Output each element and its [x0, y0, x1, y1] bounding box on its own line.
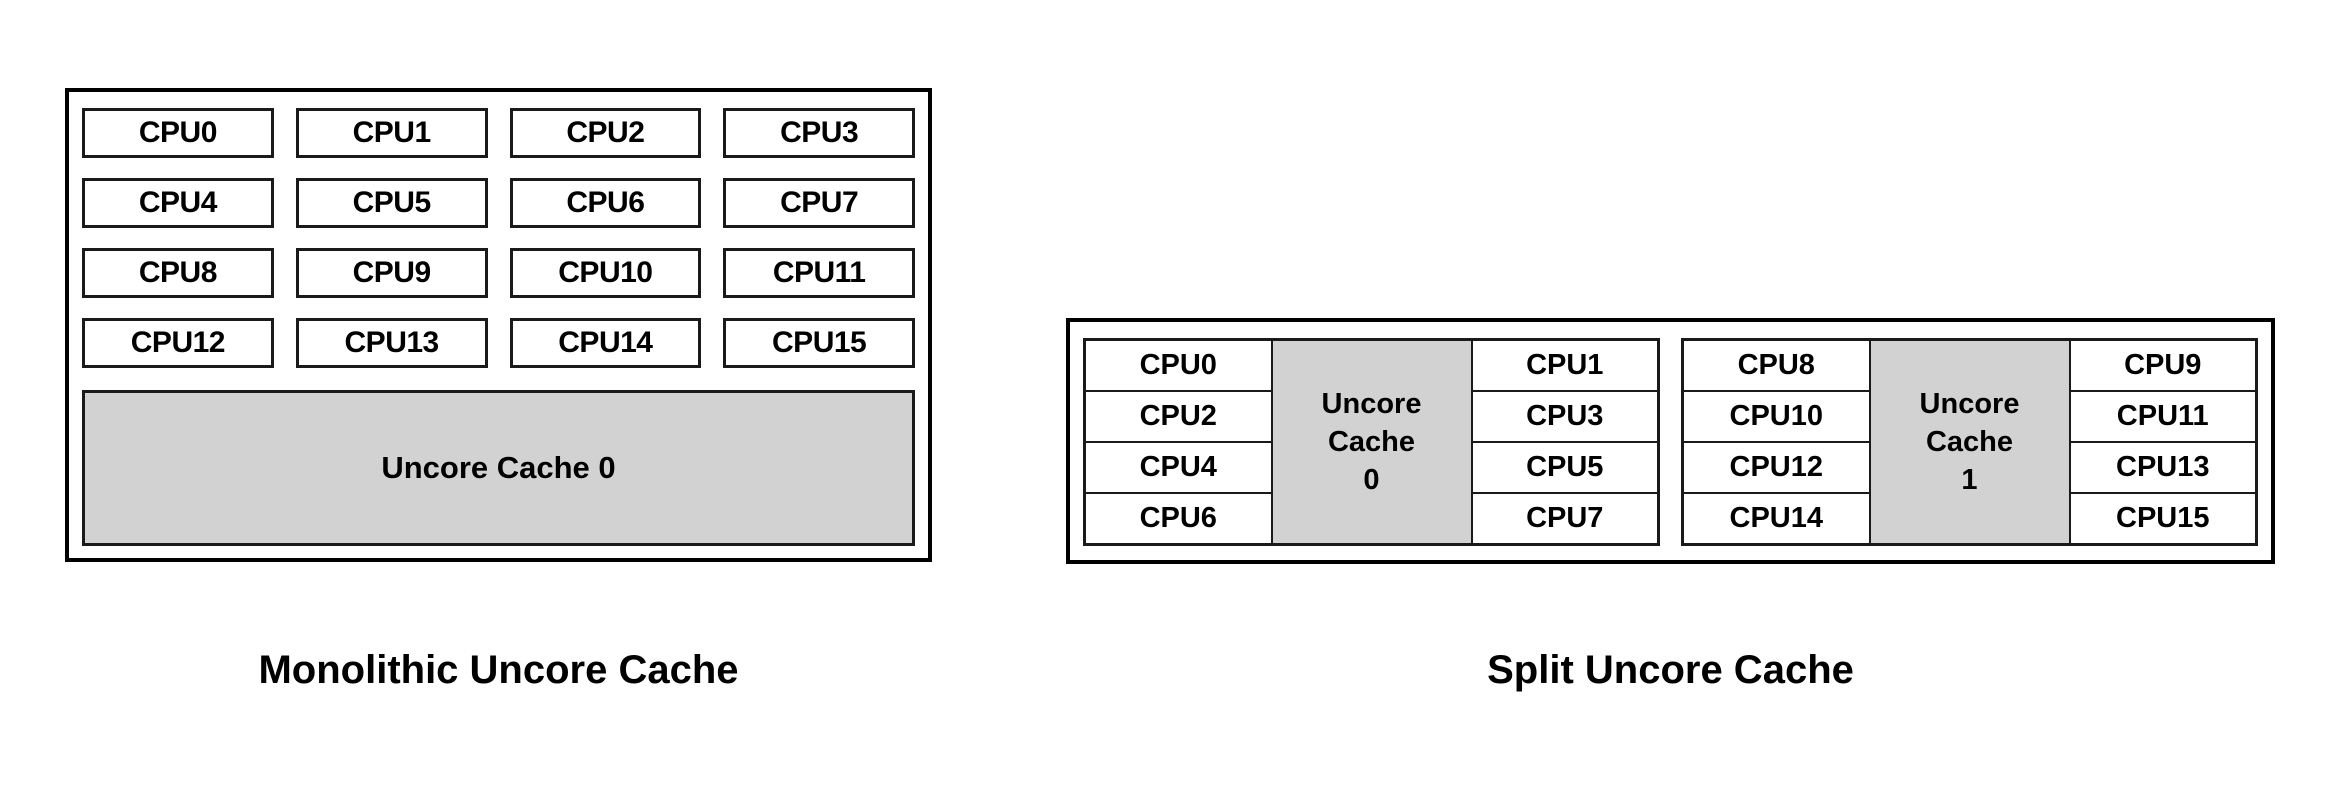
- cpu-cell: CPU1: [295, 108, 488, 158]
- cpu-cell: CPU7: [1526, 502, 1604, 534]
- cpu-cell: CPU2: [509, 108, 702, 158]
- split-tile: CPU0 CPU2 CPU4 CPU6 Uncore Cache 0 CPU1 …: [1083, 338, 1660, 546]
- cpu-row: CPU8 CPU9 CPU10 CPU11: [82, 248, 915, 298]
- uncore-cache-label-line: Uncore: [1919, 387, 2020, 420]
- uncore-cache-label-line: Cache: [1327, 425, 1416, 458]
- cpu-cell: CPU1: [1472, 341, 1657, 392]
- cpu-cell: CPU7: [723, 178, 915, 228]
- cpu-cell: CPU14: [1729, 502, 1824, 534]
- tile-right-column: CPU9 CPU11 CPU13 CPU15: [2070, 341, 2255, 543]
- uncore-cache-block: Uncore Cache 0: [82, 390, 915, 546]
- uncore-cache-label: Uncore Cache 1: [1920, 385, 2020, 500]
- cpu-cell: CPU9: [2070, 341, 2255, 392]
- cpu-cell: CPU5: [295, 178, 488, 228]
- cpu-row: CPU4 CPU5 CPU6 CPU7: [82, 178, 915, 228]
- cpu-cell: CPU13: [295, 318, 488, 368]
- cpu-row: CPU12 CPU13 CPU14 CPU15: [82, 318, 915, 368]
- cpu-cell: CPU8: [1684, 341, 1869, 392]
- cpu-cell: CPU5: [1472, 443, 1657, 494]
- cpu-cell: CPU9: [295, 248, 488, 298]
- cpu-cell: CPU6: [509, 178, 702, 228]
- cpu-cell: CPU6: [1139, 502, 1217, 534]
- cpu-cell: CPU4: [82, 178, 274, 228]
- uncore-cache-label-line: 0: [1363, 464, 1380, 497]
- cpu-cell: CPU0: [1086, 341, 1271, 392]
- tile-left-column: CPU8 CPU10 CPU12 CPU14: [1684, 341, 1869, 543]
- uncore-cache-label-line: Uncore: [1321, 387, 1422, 420]
- cpu-cell: CPU12: [1684, 443, 1869, 494]
- tile-right-column: CPU1 CPU3 CPU5 CPU7: [1472, 341, 1657, 543]
- uncore-cache-block: Uncore Cache 0: [1270, 341, 1473, 543]
- split-diagram: CPU0 CPU2 CPU4 CPU6 Uncore Cache 0 CPU1 …: [1066, 318, 2275, 564]
- cpu-cell: CPU13: [2070, 443, 2255, 494]
- cpu-row: CPU0 CPU1 CPU2 CPU3: [82, 108, 915, 158]
- split-tile: CPU8 CPU10 CPU12 CPU14 Uncore Cache 1 CP…: [1681, 338, 2258, 546]
- uncore-cache-label: Uncore Cache 0: [1322, 385, 1422, 500]
- cpu-cell: CPU15: [723, 318, 915, 368]
- uncore-cache-block: Uncore Cache 1: [1868, 341, 2071, 543]
- cpu-cell: CPU11: [723, 248, 915, 298]
- cpu-cell: CPU4: [1086, 443, 1271, 494]
- cpu-cell: CPU10: [1684, 392, 1869, 443]
- uncore-cache-label-line: 1: [1961, 464, 1978, 497]
- cpu-cell: CPU2: [1086, 392, 1271, 443]
- split-tiles-container: CPU0 CPU2 CPU4 CPU6 Uncore Cache 0 CPU1 …: [1083, 338, 2258, 546]
- cpu-cell: CPU3: [723, 108, 915, 158]
- cpu-cell: CPU14: [509, 318, 702, 368]
- cpu-cell: CPU3: [1472, 392, 1657, 443]
- cpu-cell: CPU12: [82, 318, 274, 368]
- cpu-cell: CPU8: [82, 248, 274, 298]
- cpu-cell: CPU0: [82, 108, 274, 158]
- cpu-cell: CPU10: [509, 248, 702, 298]
- cpu-cell: CPU15: [2116, 502, 2210, 534]
- tile-left-column: CPU0 CPU2 CPU4 CPU6: [1086, 341, 1271, 543]
- monolithic-diagram: CPU0 CPU1 CPU2 CPU3 CPU4 CPU5 CPU6 CPU7 …: [65, 88, 932, 562]
- monolithic-cpu-grid: CPU0 CPU1 CPU2 CPU3 CPU4 CPU5 CPU6 CPU7 …: [82, 108, 915, 546]
- split-caption: Split Uncore Cache: [1487, 648, 1854, 692]
- monolithic-caption: Monolithic Uncore Cache: [258, 648, 739, 692]
- uncore-cache-label-line: Cache: [1925, 425, 2014, 458]
- cpu-cell: CPU11: [2070, 392, 2255, 443]
